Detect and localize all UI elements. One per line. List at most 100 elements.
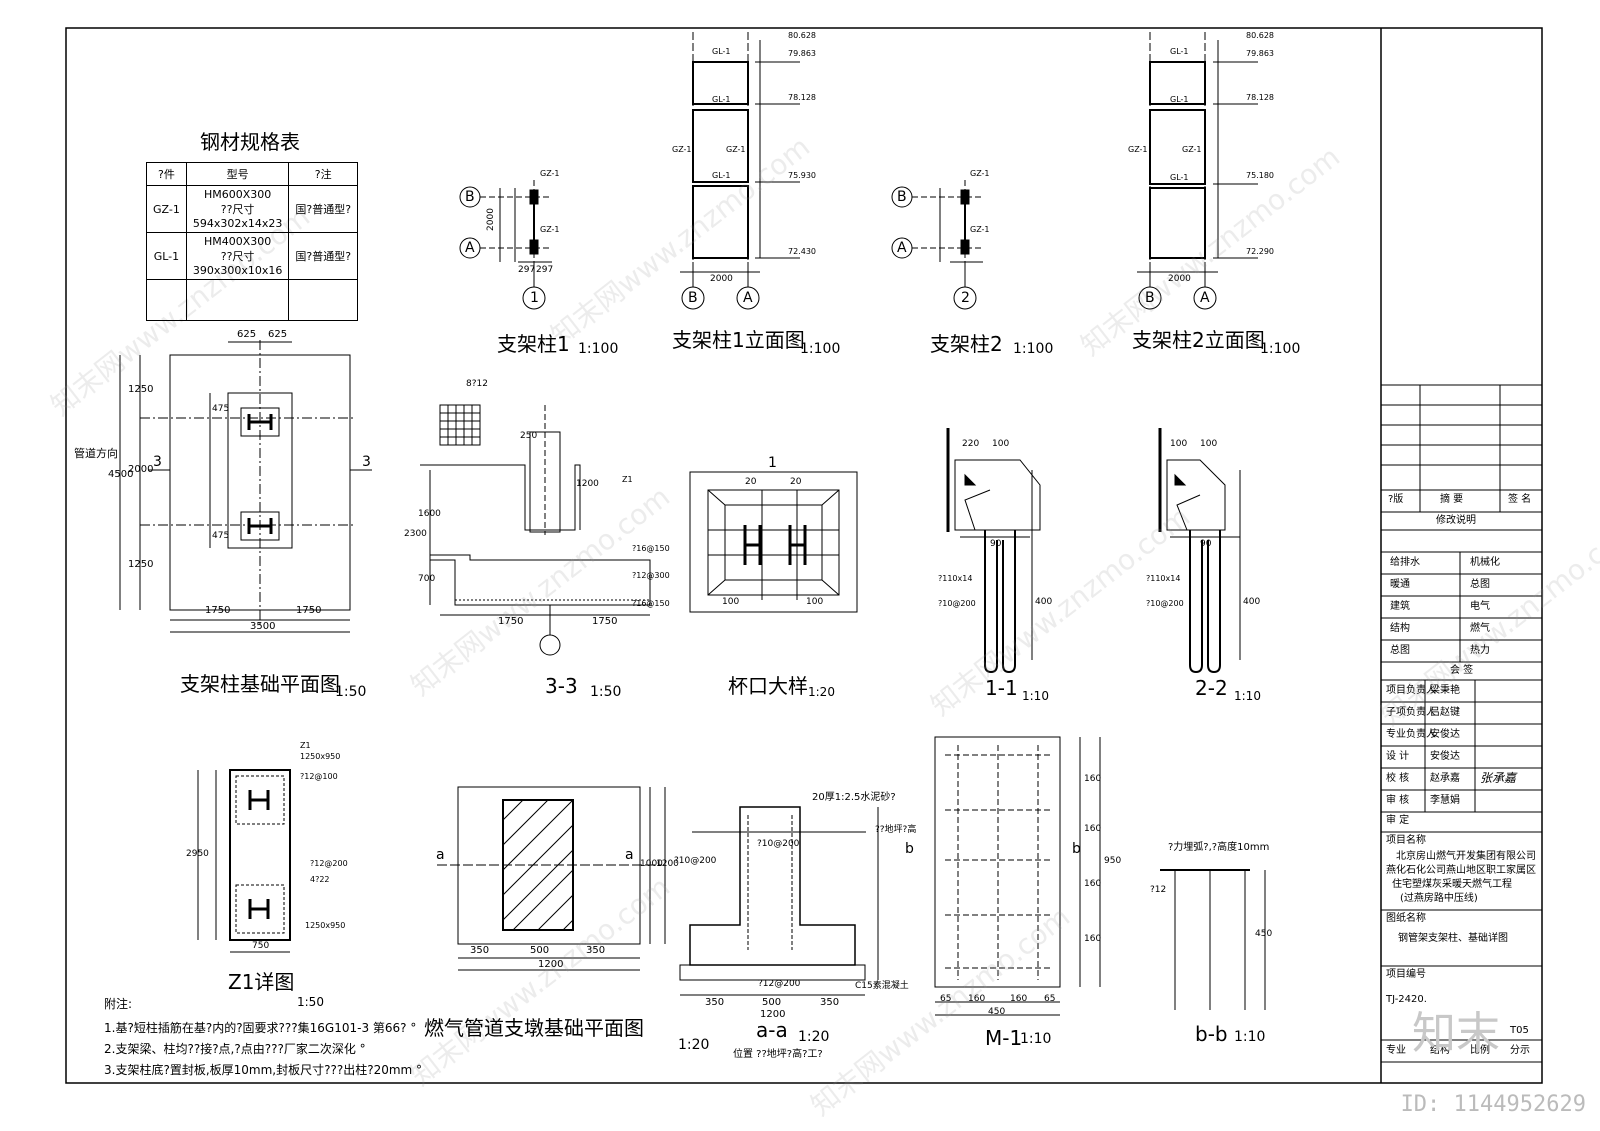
spec-row-id: GL-1	[146, 232, 187, 280]
elevation-label: 72.290	[1246, 247, 1274, 256]
member-label: GZ-1	[726, 145, 746, 154]
tb-project-line: 住宅塑煤灰采暖天燃气工程	[1392, 879, 1512, 890]
column2-elevation	[1137, 32, 1258, 310]
dim-label: 450	[988, 1007, 1006, 1017]
title-column2-elevation: 支架柱2立面图	[1132, 328, 1265, 352]
member-label: GZ-1	[540, 225, 560, 234]
tb-role-name: 赵承嘉	[1430, 773, 1460, 784]
scale-m1-plate: 1:10	[1020, 1031, 1052, 1047]
bb-label: ?力埋弧?,?高度10mm	[1168, 842, 1270, 853]
aa-label: ??地坪?高	[875, 825, 917, 835]
tb-signature: 张承嘉	[1480, 771, 1517, 785]
dim-label: 625	[237, 329, 257, 340]
tb-discipline: 总图	[1390, 645, 1410, 656]
z1-label: Z1	[300, 741, 311, 750]
tb-bottom: 结构	[1430, 1045, 1450, 1056]
tb-project-line: 北京房山燃气开发集团有限公司	[1396, 851, 1536, 862]
member-label: GZ-1	[970, 169, 990, 178]
dim-label: 625	[268, 329, 288, 340]
member-label: GL-1	[1170, 95, 1189, 104]
dim-label: 475	[212, 404, 230, 414]
tb-discipline: 暖通	[1390, 579, 1410, 590]
tb-header: 签 名	[1508, 494, 1532, 505]
cup-detail	[689, 471, 858, 613]
tb-bottom: 分示	[1510, 1045, 1530, 1056]
dim-label: 160	[1084, 824, 1102, 834]
aa-label: 20厚1:2.5水泥砂?	[812, 792, 896, 803]
dim-label: 350	[586, 945, 606, 956]
dim-label: 350	[820, 997, 840, 1008]
tb-discipline: 结构	[1390, 623, 1410, 634]
tb-drawing-label: 图纸名称	[1386, 913, 1426, 924]
dim-label: 160	[1084, 934, 1102, 944]
elevation-label: 75.180	[1246, 171, 1274, 180]
rebar-label: ?110x14	[938, 574, 973, 583]
title-z1-detail: Z1详图	[228, 970, 295, 994]
dim-label: 400	[1035, 597, 1053, 607]
z1-label: 1250x950	[300, 752, 341, 761]
elevation-label: 78.128	[788, 93, 816, 102]
scale-column2-elevation: 1:100	[1260, 341, 1301, 357]
section-mark: a	[436, 847, 445, 863]
scale-column1-elevation: 1:100	[800, 341, 841, 357]
dim-label: 2000	[128, 464, 154, 475]
rebar-label: 8?12	[466, 379, 488, 389]
dim-label: 3500	[250, 621, 276, 632]
z1-label: ?12@200	[310, 859, 348, 868]
axis-label: B	[897, 189, 907, 205]
member-label: GZ-1	[540, 169, 560, 178]
dim-label: 500	[530, 945, 550, 956]
rebar-label: ?12@300	[632, 571, 670, 580]
dim-label: 475	[212, 531, 230, 541]
dim-label: 1750	[205, 605, 231, 616]
note-item: 2.支架梁、柱均??接?点,?点由???厂家二次深化 °	[104, 1042, 366, 1056]
dim-label: 1000	[640, 859, 663, 869]
scale-column1: 1:100	[578, 341, 619, 357]
title-block-grid	[1381, 384, 1542, 1063]
member-label: GL-1	[712, 171, 731, 180]
spec-header-note: ?注	[288, 162, 359, 186]
dim-label: 100	[1170, 439, 1188, 449]
aa-label: ?12@200	[758, 979, 801, 989]
scale-pier-plan: 1:20	[678, 1037, 710, 1053]
title-m1-plate: M-1	[985, 1026, 1023, 1050]
dim-label: 750	[252, 941, 270, 951]
section-2-2	[1158, 428, 1241, 674]
tb-revision: 修改说明	[1436, 515, 1476, 526]
tb-discipline: 燃气	[1470, 623, 1490, 634]
scale-column2: 1:100	[1013, 341, 1054, 357]
axis-label: B	[1145, 290, 1155, 306]
dim-label: 950	[1104, 856, 1122, 866]
scale-section-b-b: 1:10	[1234, 1029, 1266, 1045]
brand-logo: 知末	[1412, 1008, 1500, 1059]
dim-label: 100	[992, 439, 1010, 449]
tb-role-name: 李慧娟	[1430, 795, 1460, 806]
title-section-a-a: a-a	[756, 1018, 788, 1042]
member-label: GL-1	[1170, 47, 1189, 56]
spec-header-id: ?件	[146, 162, 187, 186]
elevation-label: 80.628	[1246, 31, 1274, 40]
section-1-1	[946, 428, 1041, 674]
rebar-label: ?110x14	[1146, 574, 1181, 583]
title-section-1-1: 1-1	[985, 676, 1018, 700]
dim-label: 350	[470, 945, 490, 956]
dim-label: 297	[536, 265, 554, 275]
dim-label: 90	[990, 539, 1002, 549]
tb-discipline: 给排水	[1390, 557, 1420, 568]
title-foundation-plan: 支架柱基础平面图	[180, 672, 340, 696]
axis-label: B	[465, 189, 475, 205]
tb-discipline: 热力	[1470, 645, 1490, 656]
section-mark: 3	[153, 454, 162, 470]
column1-plan	[459, 180, 552, 310]
section-mark: b	[1072, 841, 1081, 857]
rebar-label: ?16@150	[632, 544, 670, 553]
pipe-direction-label: 管道方向	[74, 447, 118, 460]
elevation-label: 79.863	[788, 49, 816, 58]
member-label: GZ-1	[1128, 145, 1148, 154]
tb-drawing-name: 钢管架支架柱、基础详图	[1398, 933, 1508, 944]
axis-label: A	[1200, 290, 1210, 306]
rebar-label: ?10@200	[1146, 599, 1184, 608]
z1-label: 1250x950	[305, 921, 346, 930]
note-item: 3.支架柱底?置封板,板厚10mm,封板尺寸???出柱?20mm °	[104, 1063, 423, 1077]
axis-label: A	[465, 240, 475, 256]
